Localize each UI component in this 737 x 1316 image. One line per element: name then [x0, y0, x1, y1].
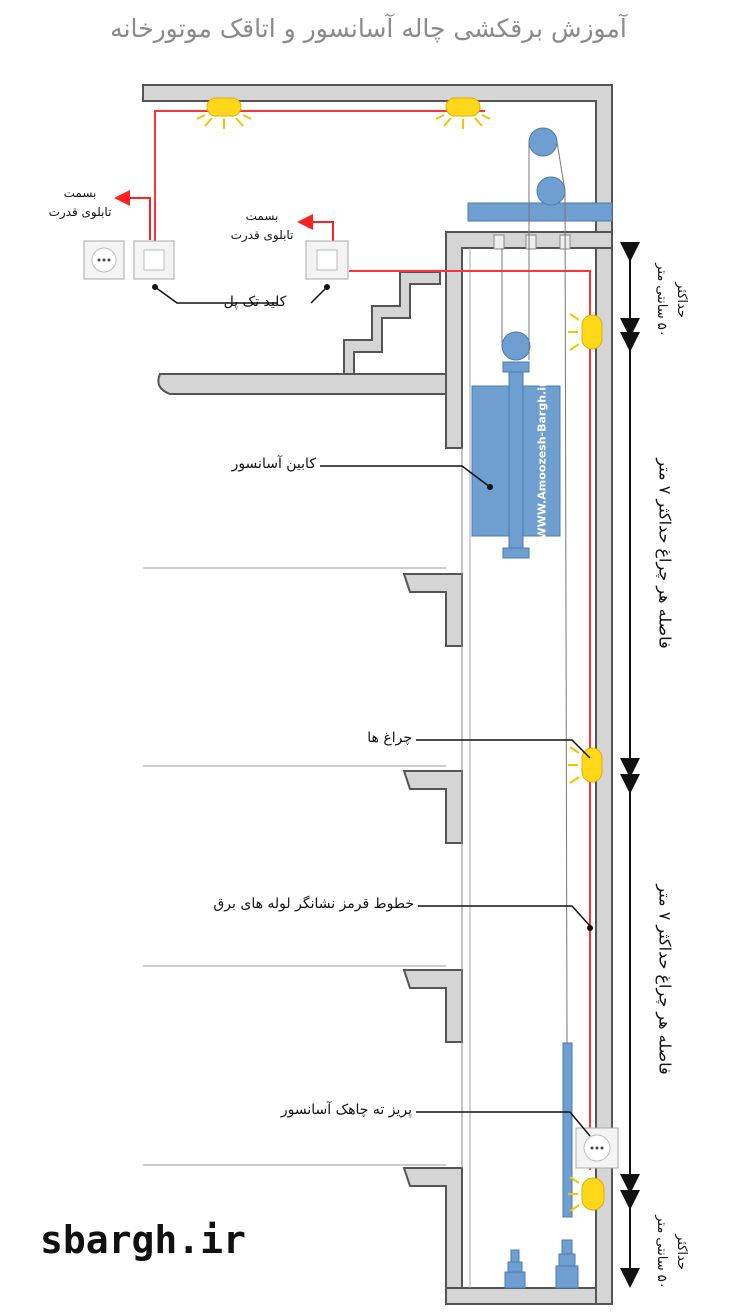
landing-slab-top: [157, 373, 447, 395]
buffer-left: [504, 1249, 526, 1289]
switch-right: [305, 240, 349, 280]
cabin-pulley: [501, 331, 531, 361]
machine-room-floor: [445, 231, 613, 449]
stairs: [343, 271, 441, 375]
buffer-right: [555, 1239, 579, 1289]
cabin-label: کابین آسانسور: [231, 456, 316, 472]
lamp-machine-room-2: [435, 97, 491, 129]
floor-slab-3: [402, 969, 463, 1043]
wire-top: [154, 110, 485, 246]
arrow-to-panel-left: [114, 190, 151, 240]
callout-pit-socket: [416, 1111, 591, 1137]
lamp-shaft-top: [568, 313, 603, 351]
wires-label: خطوط قرمز نشانگر لوله های برق: [213, 896, 414, 912]
machine-room-socket: [83, 240, 125, 280]
arrow-to-panel-right: [297, 214, 334, 244]
lamp-spacing-label-2: فاصله هر چراغ حداکثر ۷ متر: [655, 884, 675, 1075]
pit-socket: [575, 1127, 619, 1169]
motor-sheave-lower: [536, 176, 566, 206]
top-max-label: حداکثر ۵۰ سانتی متر: [654, 263, 689, 337]
pit-socket-label: پریز ته چاهک آسانسور: [280, 1102, 412, 1118]
switch-label: کلید تک پل: [223, 294, 287, 310]
lamp-machine-room-1: [196, 97, 252, 129]
cabin-watermark: WWW.Amoozesh-Bargh.ir: [535, 381, 549, 540]
lamp-shaft-bottom: [568, 1176, 605, 1212]
switch-left: [133, 240, 175, 280]
panel-label-right: بسمت تابلوی قدرت: [230, 209, 294, 242]
callout-lamps: [416, 739, 591, 759]
counterweight: [562, 1042, 573, 1218]
wire-shaft: [349, 270, 591, 1170]
lamp-shaft-middle: [568, 746, 603, 784]
motor-sheave-upper: [528, 127, 558, 157]
machine-beam: [467, 202, 613, 222]
brand-logo-text: sbargh.ir: [40, 1218, 246, 1262]
panel-label-left: بسمت تابلوی قدرت: [48, 186, 112, 219]
callout-switches: [154, 286, 328, 304]
pit-floor: [445, 1287, 597, 1305]
callout-cabin: [320, 465, 491, 488]
bottom-max-label: حداکثر ۵۰ سانتی متر: [654, 1215, 689, 1289]
callout-wires: [418, 905, 591, 927]
floor-slab-1: [402, 573, 463, 647]
floor-slab-2: [402, 770, 463, 844]
pit-left-wall: [402, 1167, 463, 1289]
lamps-label: چراغ ها: [367, 730, 412, 746]
page-title: آموزش برقکشی چاله آسانسور و اتاقک موتورخ…: [110, 14, 627, 43]
lamp-spacing-label-1: فاصله هر چراغ حداکثر ۷ متر: [655, 458, 675, 649]
